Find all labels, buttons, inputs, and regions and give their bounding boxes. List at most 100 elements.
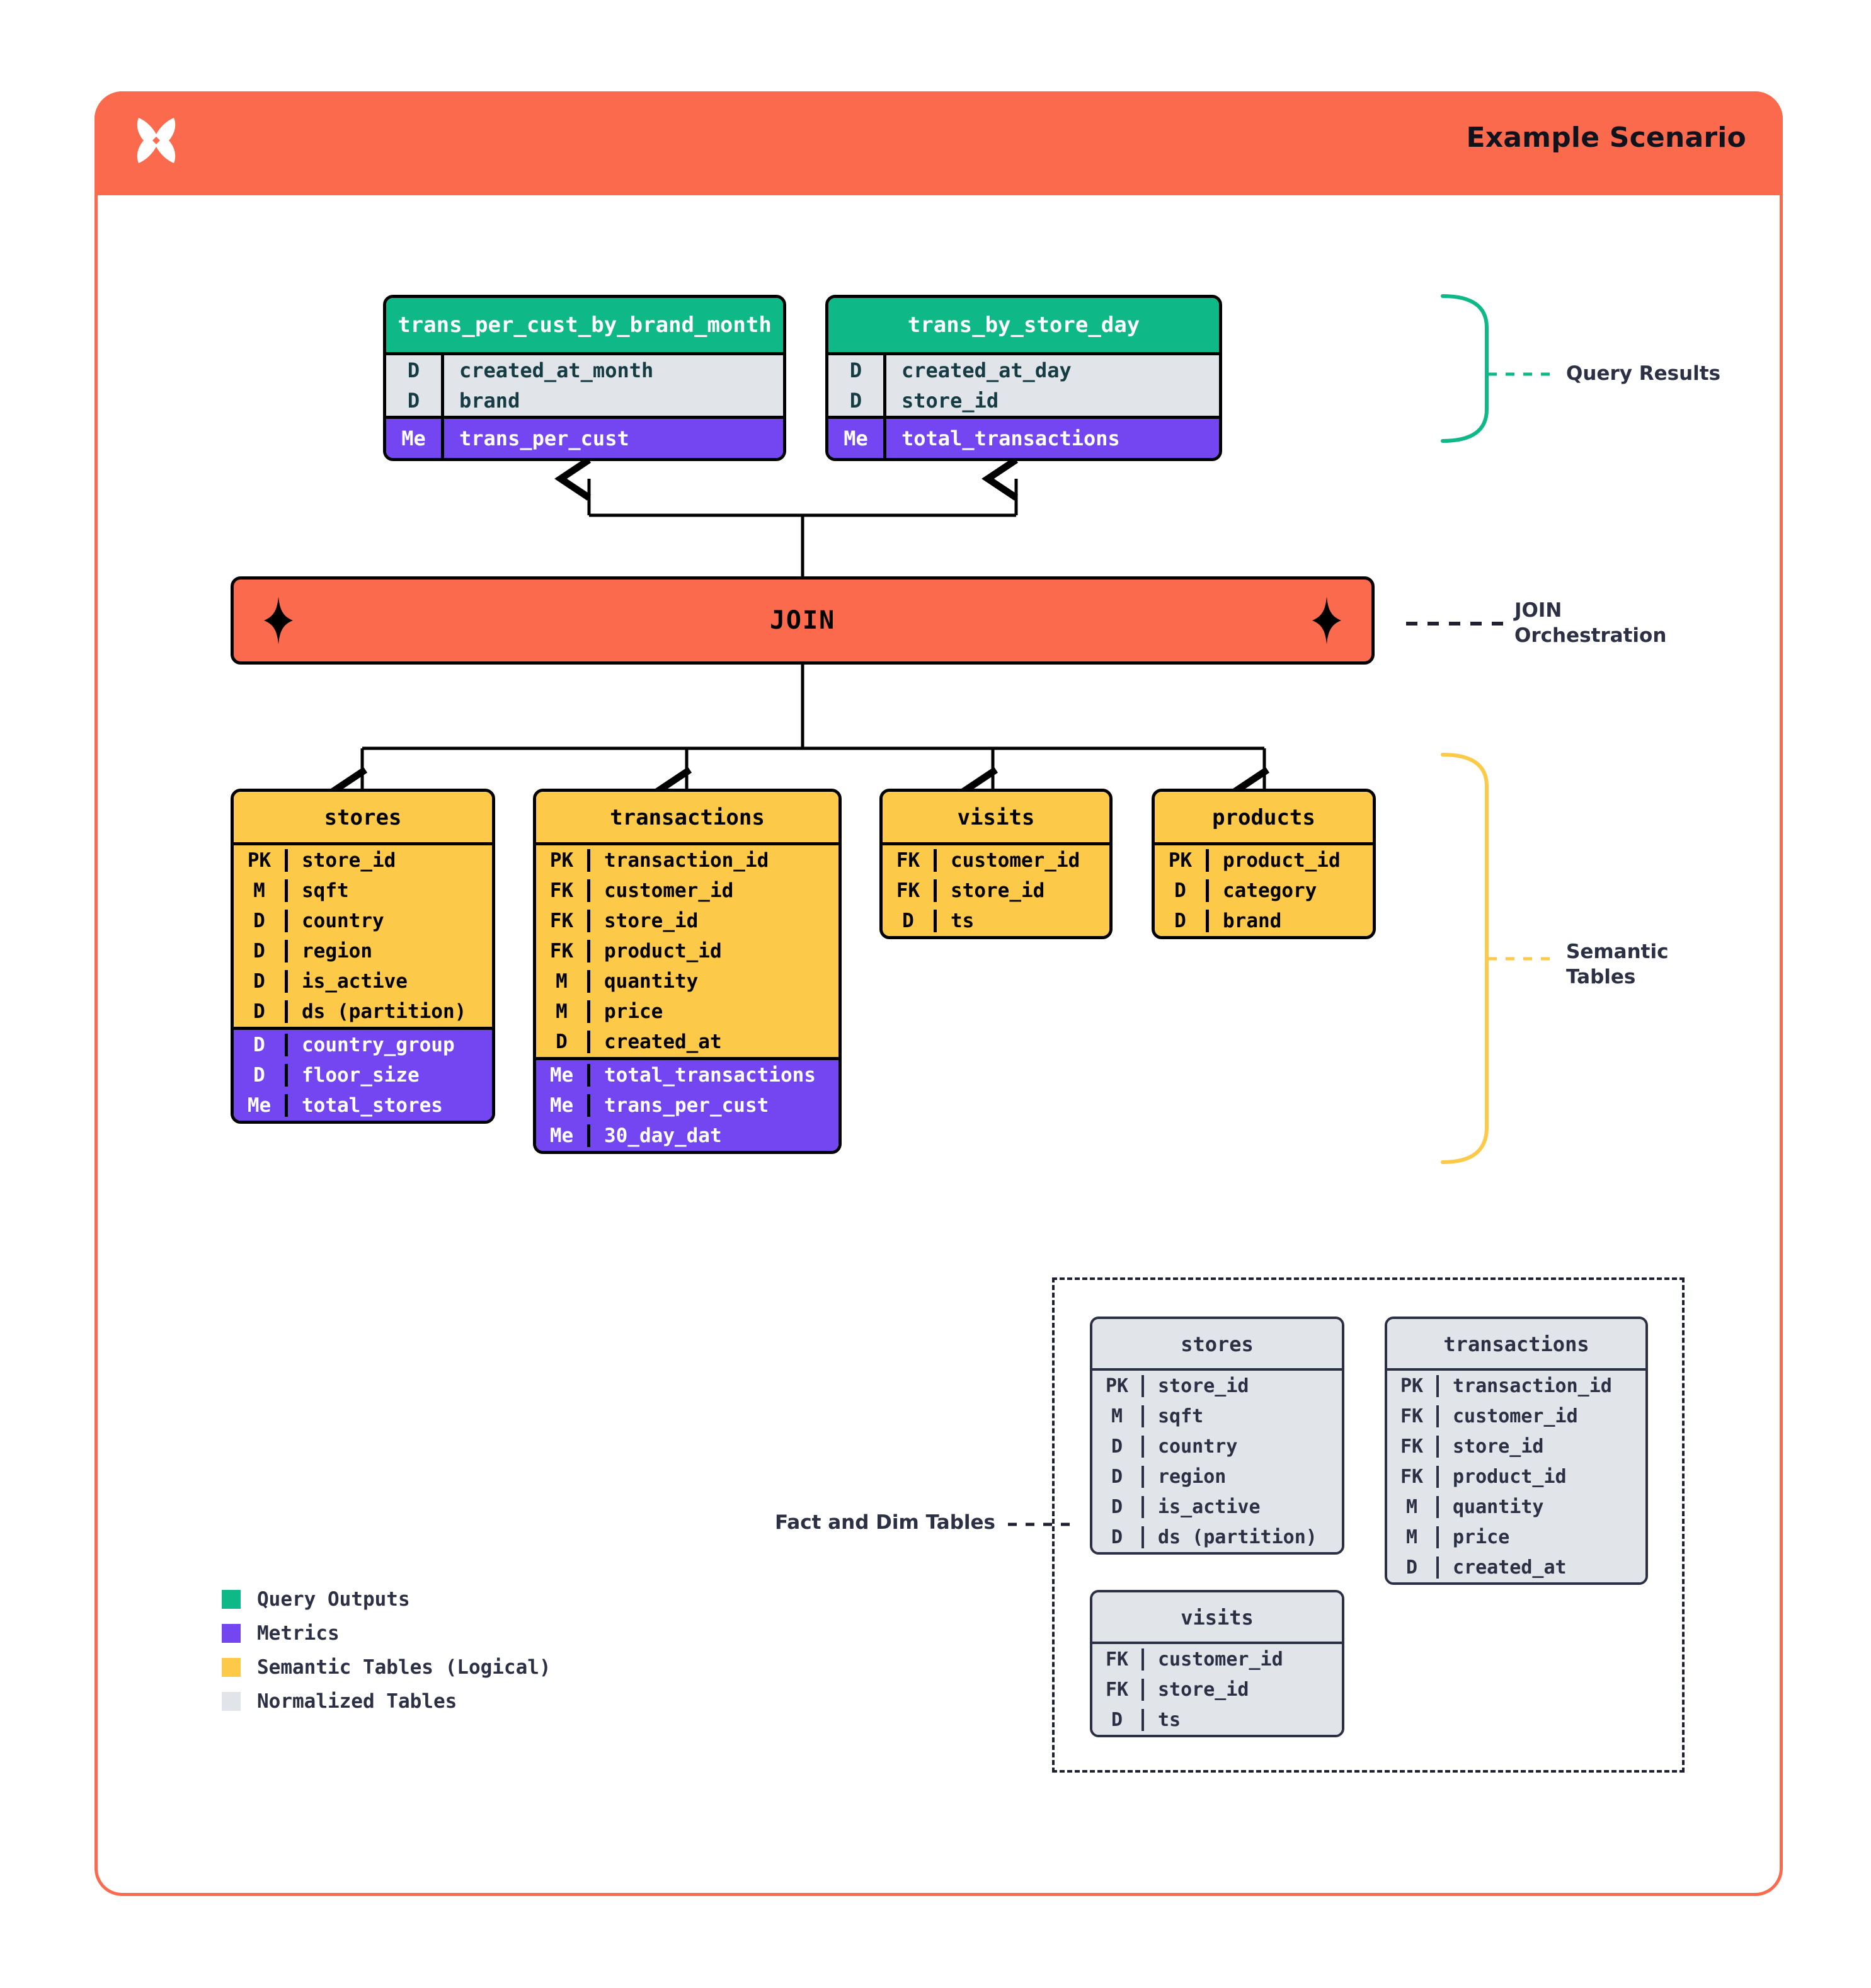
row-key: FK (536, 910, 590, 932)
row-key: D (234, 970, 288, 993)
row-key: D (1092, 1708, 1144, 1731)
annotation-line: Orchestration (1514, 624, 1667, 647)
legend-item: Normalized Tables (222, 1684, 551, 1718)
row-key: D (1092, 1465, 1144, 1488)
annotation-fact-and-dim-tables: Fact and Dim Tables (774, 1511, 995, 1534)
table-title: stores (1092, 1319, 1342, 1368)
row-field: country (302, 910, 384, 932)
table-title: visits (1092, 1592, 1342, 1642)
row-key: D (386, 386, 444, 416)
table-row: D brand (386, 386, 783, 416)
row-key: FK (1387, 1465, 1439, 1488)
row-field: country (1158, 1435, 1238, 1458)
card-header: Example Scenario (94, 91, 1783, 195)
row-key: D (386, 355, 444, 386)
row-field: sqft (302, 879, 349, 902)
table-title: transactions (536, 792, 838, 842)
row-field: customer_id (951, 849, 1080, 872)
row-key: PK (536, 849, 590, 872)
row-key: D (234, 940, 288, 963)
row-key: FK (536, 879, 590, 902)
table-row: D created_at_month (386, 355, 783, 386)
legend-swatch-query-outputs (222, 1590, 241, 1609)
row-field: customer_id (1453, 1405, 1578, 1427)
query-result-table-trans-per-cust-by-brand-month[interactable]: trans_per_cust_by_brand_month D created_… (383, 295, 786, 461)
row-key: FK (536, 940, 590, 963)
row-field: product_id (1453, 1465, 1567, 1488)
table-row: PK store_id (234, 845, 492, 876)
legend: Query Outputs Metrics Semantic Tables (L… (222, 1582, 551, 1718)
row-key: Me (536, 1094, 590, 1117)
row-field: store_id (1453, 1435, 1544, 1458)
row-field: created_at (604, 1031, 722, 1053)
row-key: M (1387, 1526, 1439, 1548)
query-result-table-trans-by-store-day[interactable]: trans_by_store_day D created_at_day D st… (825, 295, 1222, 461)
row-key: D (1092, 1435, 1144, 1458)
row-field: floor_size (302, 1064, 420, 1087)
metric-rows: Me trans_per_cust (386, 416, 783, 458)
row-field: store_id (604, 910, 699, 932)
row-field: customer_id (604, 879, 734, 902)
row-key: D (1155, 910, 1209, 932)
row-field: category (1223, 879, 1317, 902)
row-field: sqft (1158, 1405, 1204, 1427)
row-field: is_active (302, 970, 408, 993)
row-key: D (828, 355, 886, 386)
row-key: PK (234, 849, 288, 872)
row-field: ds (partition) (302, 1000, 467, 1023)
row-key: Me (536, 1124, 590, 1147)
table-row: D created_at_day (828, 355, 1219, 386)
row-key: D (234, 1064, 288, 1087)
row-field: store_id (1158, 1678, 1249, 1701)
row-field: ts (951, 910, 975, 932)
sparkle-icon (1312, 597, 1341, 644)
legend-swatch-metrics (222, 1624, 241, 1643)
legend-item: Metrics (222, 1616, 551, 1650)
row-field: store_id (302, 849, 396, 872)
table-title: trans_per_cust_by_brand_month (386, 298, 783, 352)
row-field: price (1453, 1526, 1510, 1548)
row-field: customer_id (1158, 1648, 1283, 1671)
row-field: brand (1223, 910, 1282, 932)
row-field: created_at_month (459, 358, 654, 382)
annotation-line: Semantic (1566, 940, 1669, 963)
table-title: visits (883, 792, 1109, 842)
row-field: region (302, 940, 372, 963)
row-key: D (1155, 879, 1209, 902)
row-key: PK (1387, 1374, 1439, 1397)
table-title: trans_by_store_day (828, 298, 1219, 352)
row-field: is_active (1158, 1495, 1261, 1518)
row-field: transaction_id (1453, 1374, 1612, 1397)
table-row: PK transaction_id (1387, 1371, 1645, 1401)
join-orchestration-bar[interactable]: JOIN (231, 576, 1375, 665)
row-key: M (536, 1000, 590, 1023)
